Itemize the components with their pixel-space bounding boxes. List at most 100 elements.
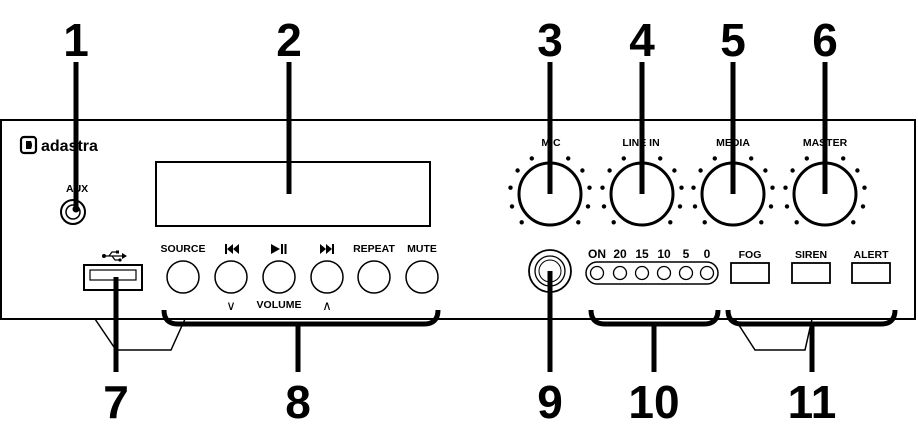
callout-11: 11: [788, 376, 837, 428]
knob-scale-dot: [794, 220, 799, 225]
usb-port[interactable]: [83, 264, 143, 291]
callout-7: 7: [103, 376, 129, 428]
knob-scale-dot: [783, 185, 788, 190]
chevron-down-icon: ∨: [226, 299, 236, 314]
next-volume-up-button[interactable]: [310, 260, 344, 294]
knob-scale-dot: [621, 156, 626, 161]
knob-scale-dot: [749, 156, 754, 161]
knob-scale-dot: [580, 168, 585, 173]
mute-label: MUTE: [407, 243, 437, 255]
led-indicator: [612, 265, 628, 281]
front-panel: [0, 119, 916, 320]
callout-5: 5: [720, 14, 746, 66]
foot-right: [734, 318, 813, 351]
knob-scale-dot: [855, 168, 860, 173]
knob-scale-dot: [607, 168, 612, 173]
led-label-on: ON: [588, 247, 606, 261]
led-indicator: [656, 265, 672, 281]
knob-scale-dot: [770, 185, 775, 190]
bracket-transport: [161, 309, 441, 327]
led-indicator: [634, 265, 650, 281]
siren-label: SIREN: [795, 249, 827, 261]
knob-scale-dot: [790, 168, 795, 173]
repeat-button[interactable]: [357, 260, 391, 294]
knob-scale-dot: [515, 168, 520, 173]
knob-scale-dot: [601, 204, 607, 209]
knob-scale-dot: [658, 156, 663, 161]
led-scale-labels: ON 20 15 10 5 0: [588, 247, 711, 261]
alert-button[interactable]: [851, 262, 891, 284]
callout-10: 10: [628, 376, 679, 428]
knob-scale-dot: [672, 168, 677, 173]
knob-scale-dot: [587, 185, 592, 190]
knob-scale-dot: [668, 220, 673, 225]
knob-scale-dot: [768, 204, 774, 209]
knob-scale-dot: [508, 185, 513, 190]
knob-scale-dot: [566, 156, 571, 161]
callout-2: 2: [276, 14, 302, 66]
fog-label: FOG: [739, 249, 762, 261]
knob-scale-dot: [576, 220, 581, 225]
bracket-leds: [588, 309, 721, 327]
knob-scale-dot: [851, 220, 856, 225]
knob-scale-dot: [702, 220, 707, 225]
siren-button[interactable]: [791, 262, 831, 284]
led-label-20: 20: [613, 247, 627, 261]
bracket-alarms: [725, 309, 898, 327]
knob-scale-dot: [529, 156, 534, 161]
led-indicator: [589, 265, 605, 281]
led-label-5: 5: [683, 247, 690, 261]
knob-scale-dot: [679, 185, 684, 190]
knob-scale-dot: [519, 220, 524, 225]
knob-scale-dot: [860, 204, 866, 209]
callout-9: 9: [537, 376, 563, 428]
knobs-layer: [508, 151, 867, 227]
skip-previous-icon: [225, 244, 239, 254]
led-indicator: [678, 265, 694, 281]
chevron-up-icon: ∧: [322, 299, 332, 314]
callout-3: 3: [537, 14, 563, 66]
knob-scale-dot: [692, 204, 698, 209]
brand-logo: adastra: [19, 135, 98, 155]
play-pause-icon: [271, 244, 287, 254]
led-meter: [585, 261, 719, 285]
knob-scale-dot: [691, 185, 696, 190]
led-label-10: 10: [657, 247, 671, 261]
brand-logo-icon: [19, 135, 38, 155]
previous-volume-down-button[interactable]: [214, 260, 248, 294]
callout-6: 6: [812, 14, 838, 66]
callout-8: 8: [285, 376, 311, 428]
callout-4: 4: [629, 14, 655, 66]
led-label-0: 0: [704, 247, 711, 261]
usb-icon: [102, 250, 127, 262]
knob-scale-dot: [841, 156, 846, 161]
knob-scale-dot: [712, 156, 717, 161]
foot-left: [94, 318, 186, 351]
play-pause-button[interactable]: [262, 260, 296, 294]
skip-next-icon: [320, 244, 334, 254]
knob-scale-dot: [784, 204, 790, 209]
leader-lines: [73, 62, 828, 372]
knob-scale-dot: [585, 204, 591, 209]
knob-scale-dot: [804, 156, 809, 161]
knob-scale-dot: [509, 204, 515, 209]
fog-button[interactable]: [730, 262, 770, 284]
knob-scale-dot: [600, 185, 605, 190]
volume-label: VOLUME: [257, 299, 302, 311]
knob-scale-dot: [698, 168, 703, 173]
display-screen: [155, 161, 431, 227]
led-indicators: [589, 265, 715, 281]
source-label: SOURCE: [161, 243, 206, 255]
aux-jack[interactable]: [60, 199, 86, 225]
knob-scale-dot: [763, 168, 768, 173]
repeat-label: REPEAT: [353, 243, 395, 255]
brand-name: adastra: [41, 138, 98, 155]
mute-button[interactable]: [405, 260, 439, 294]
led-label-15: 15: [635, 247, 649, 261]
source-button[interactable]: [166, 260, 200, 294]
knob-scale-dot: [759, 220, 764, 225]
knob-scale-dot: [611, 220, 616, 225]
knob-scale-dot: [677, 204, 683, 209]
knob-scale-dot: [862, 185, 867, 190]
